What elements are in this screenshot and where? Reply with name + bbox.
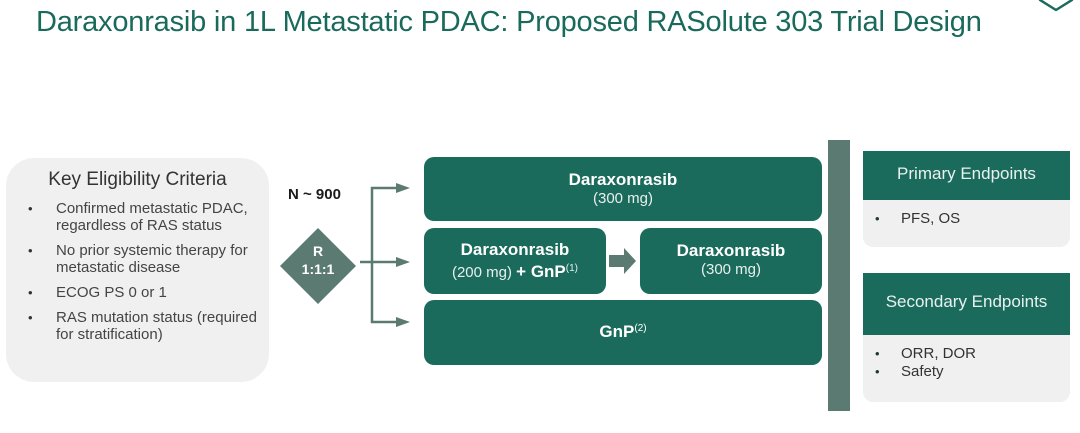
primary-endpoints-list: PFS, OS	[863, 200, 1070, 228]
divider-bar	[828, 140, 850, 411]
secondary-endpoints-title: Secondary Endpoints	[863, 273, 1070, 335]
randomization-text: R 1:1:1	[280, 242, 356, 278]
arm-name: Daraxonrasib	[460, 240, 570, 259]
arm-name: Daraxonrasib	[676, 241, 786, 260]
arm-daraxonrasib-monotherapy: Daraxonrasib (300 mg)	[424, 157, 822, 221]
eligibility-title: Key Eligibility Criteria	[48, 169, 227, 190]
arm-name: Daraxonrasib	[568, 170, 678, 189]
randomization-ratio: 1:1:1	[301, 261, 335, 277]
arm-dose: (300 mg)	[592, 190, 654, 207]
eligibility-item: ECOG PS 0 or 1	[26, 284, 266, 301]
secondary-endpoints-list: ORR, DOR Safety	[863, 335, 1070, 381]
arm-dose: (200 mg) + GnP(1)	[424, 260, 606, 282]
hexagon-logo-icon	[1038, 0, 1074, 12]
arm-dose-value: (200 mg)	[451, 264, 512, 281]
eligibility-item: No prior systemic therapy for metastatic…	[26, 242, 266, 276]
randomization-connector	[360, 183, 410, 327]
arm-daraxonrasib-maintenance: Daraxonrasib (300 mg)	[640, 228, 822, 294]
secondary-endpoints-panel: Secondary Endpoints ORR, DOR Safety	[863, 273, 1070, 402]
diamond-shape	[280, 228, 356, 304]
arm-dose: (300 mg)	[700, 261, 762, 278]
sample-size-label: N ~ 900	[288, 186, 341, 203]
sequence-arrow-icon	[609, 248, 636, 274]
arm-combo-label: + GnP	[516, 262, 566, 281]
arrowhead-icon	[396, 317, 410, 327]
eligibility-criteria-panel: Key Eligibility Criteria Confirmed metas…	[6, 158, 269, 382]
primary-endpoints-title: Primary Endpoints	[863, 151, 1070, 200]
slide-title: Daraxonrasib in 1L Metastatic PDAC: Prop…	[36, 6, 982, 38]
eligibility-list: Confirmed metastatic PDAC, regardless of…	[6, 200, 266, 351]
randomization-diamond: R 1:1:1	[280, 228, 356, 304]
endpoint-item: PFS, OS	[875, 210, 1070, 228]
arrowhead-icon	[396, 257, 410, 267]
primary-endpoints-panel: Primary Endpoints PFS, OS	[863, 151, 1070, 247]
arrowhead-icon	[396, 183, 410, 193]
footnote-marker: (2)	[634, 323, 647, 334]
eligibility-item: Confirmed metastatic PDAC, regardless of…	[26, 200, 266, 234]
arm-daraxonrasib-gnp-induction: Daraxonrasib (200 mg) + GnP(1)	[424, 228, 606, 294]
footnote-marker: (1)	[565, 263, 579, 274]
arm-name: GnP	[599, 322, 635, 341]
arm-gnp-control: GnP(2)	[424, 300, 822, 365]
endpoint-item: Safety	[875, 363, 1070, 381]
eligibility-item: RAS mutation status (required for strati…	[26, 309, 266, 343]
endpoint-item: ORR, DOR	[875, 345, 1070, 363]
randomization-label: R	[312, 243, 324, 259]
